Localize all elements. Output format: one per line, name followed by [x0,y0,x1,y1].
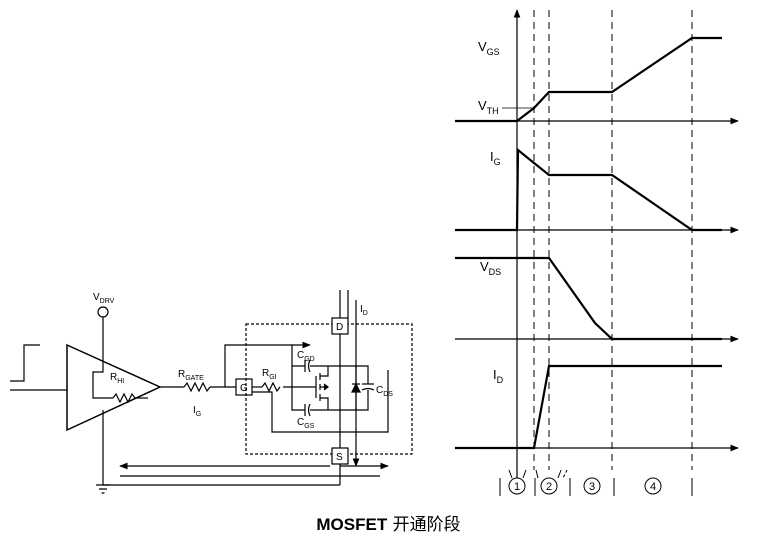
rgate-label: RGATE [178,369,204,382]
timing-waveforms [455,9,739,496]
cgd-label: CGD [297,350,315,363]
vdrv-terminal [97,306,109,318]
driver-amplifier [66,343,162,432]
figure-caption: MOSFET 开通阶段 [0,510,777,535]
circuit-labels: VDRV RHI RGATE IG G RGI CGD CGS CDS D S … [93,292,393,463]
vgs-waveform [455,36,722,123]
drain-pin-label: D [336,322,343,333]
ig-label: IG [490,149,501,167]
ig-circuit-label: IG [193,405,201,418]
cds-label: CDS [376,385,393,398]
gate-pin-label: G [240,383,248,394]
cgs-label: CGS [297,417,315,430]
id-circuit-label: ID [360,304,368,317]
phase-3-label: 3 [589,481,595,493]
phase-2-marker [540,477,558,495]
vth-label: VTH [478,98,499,116]
vds-waveform [455,256,722,341]
phase-3-marker [583,477,601,495]
waveform-labels: VGS VTH IG VDS ID 1 2 3 4 [478,39,656,493]
gate-drive-circuit [10,290,413,494]
vgs-label: VGS [478,39,500,57]
rgi-label: RGI [262,368,277,381]
caption-suffix: 开通阶段 [392,515,461,535]
source-pin-label: S [336,452,343,463]
rhi-resistor [112,392,136,404]
phase-4-label: 4 [650,481,656,493]
phase-2-label: 2 [546,481,552,493]
vdrv-label: VDRV [93,292,115,305]
rgi-resistor [261,381,281,393]
input-step-signal [10,344,40,382]
mosfet-package [245,323,413,455]
phase-4-marker [644,477,662,495]
ig-waveform [455,147,722,232]
id-waveform [455,364,722,450]
ground-symbol [96,484,110,494]
phase-1-marker [508,477,526,495]
id-label: ID [493,367,504,385]
rhi-label: RHI [110,372,124,385]
phase-1-label: 1 [514,481,520,493]
caption-prefix: MOSFET [316,515,388,534]
rgate-resistor [183,381,211,393]
vds-label: VDS [480,259,501,277]
